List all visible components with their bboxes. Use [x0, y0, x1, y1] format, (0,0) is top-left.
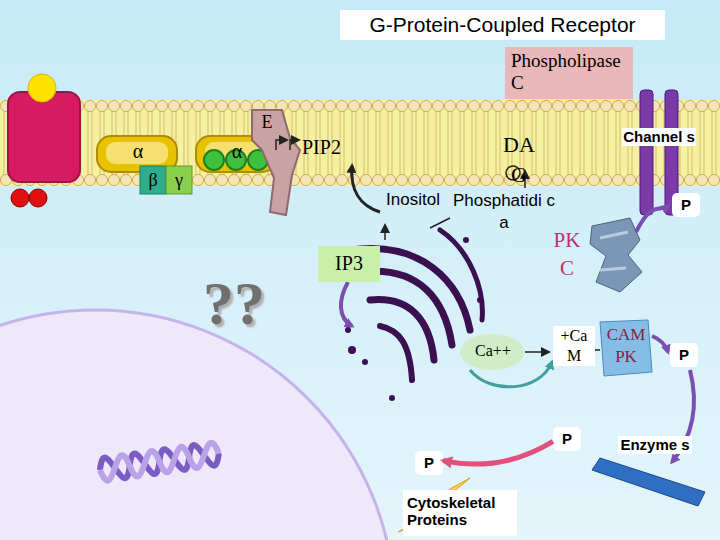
diagram-title: G-Protein-Coupled Receptor	[340, 10, 665, 40]
diagram-label: +Ca M	[553, 326, 595, 366]
diagram-label: DA G	[498, 130, 540, 190]
diagram-label: γ	[170, 170, 188, 191]
node-text: P	[415, 454, 443, 471]
phosphate-badge: P	[553, 427, 581, 451]
phosphorylation-arrow	[443, 441, 553, 464]
messenger-box: IP3	[318, 246, 380, 282]
target-box: Cytoskeletal Proteins	[403, 490, 517, 536]
diagram-label: PIP2	[302, 136, 374, 159]
diagram-label: E	[258, 112, 276, 133]
diagram-label: ??	[186, 268, 282, 339]
enzyme-box: Phospholipase C	[505, 47, 633, 99]
phosphate-badge: P	[670, 343, 698, 367]
diagram-label: Ca++	[466, 342, 520, 360]
diagram-label: Enzyme s	[618, 436, 692, 454]
node-text: P	[670, 346, 698, 363]
node-text: Phospholipase C	[511, 50, 627, 94]
diagram-label: α	[128, 140, 148, 163]
diagram-label: CAM PK	[600, 324, 652, 368]
node-text: Cytoskeletal Proteins	[407, 494, 513, 529]
phosphate-badge: P	[415, 451, 443, 475]
phosphate-badge: P	[672, 193, 700, 217]
node-text: IP3	[320, 252, 378, 275]
diagram-label: Inositol	[372, 190, 454, 210]
diagram-label: β	[144, 170, 162, 191]
diagram-label: Channel s	[622, 128, 696, 146]
node-text: P	[553, 430, 581, 447]
diagram-label: α	[227, 140, 247, 163]
diagram-label: Phosphatidi c a	[452, 190, 556, 234]
node-text: P	[672, 196, 700, 213]
diagram-label: PK C	[548, 226, 586, 282]
